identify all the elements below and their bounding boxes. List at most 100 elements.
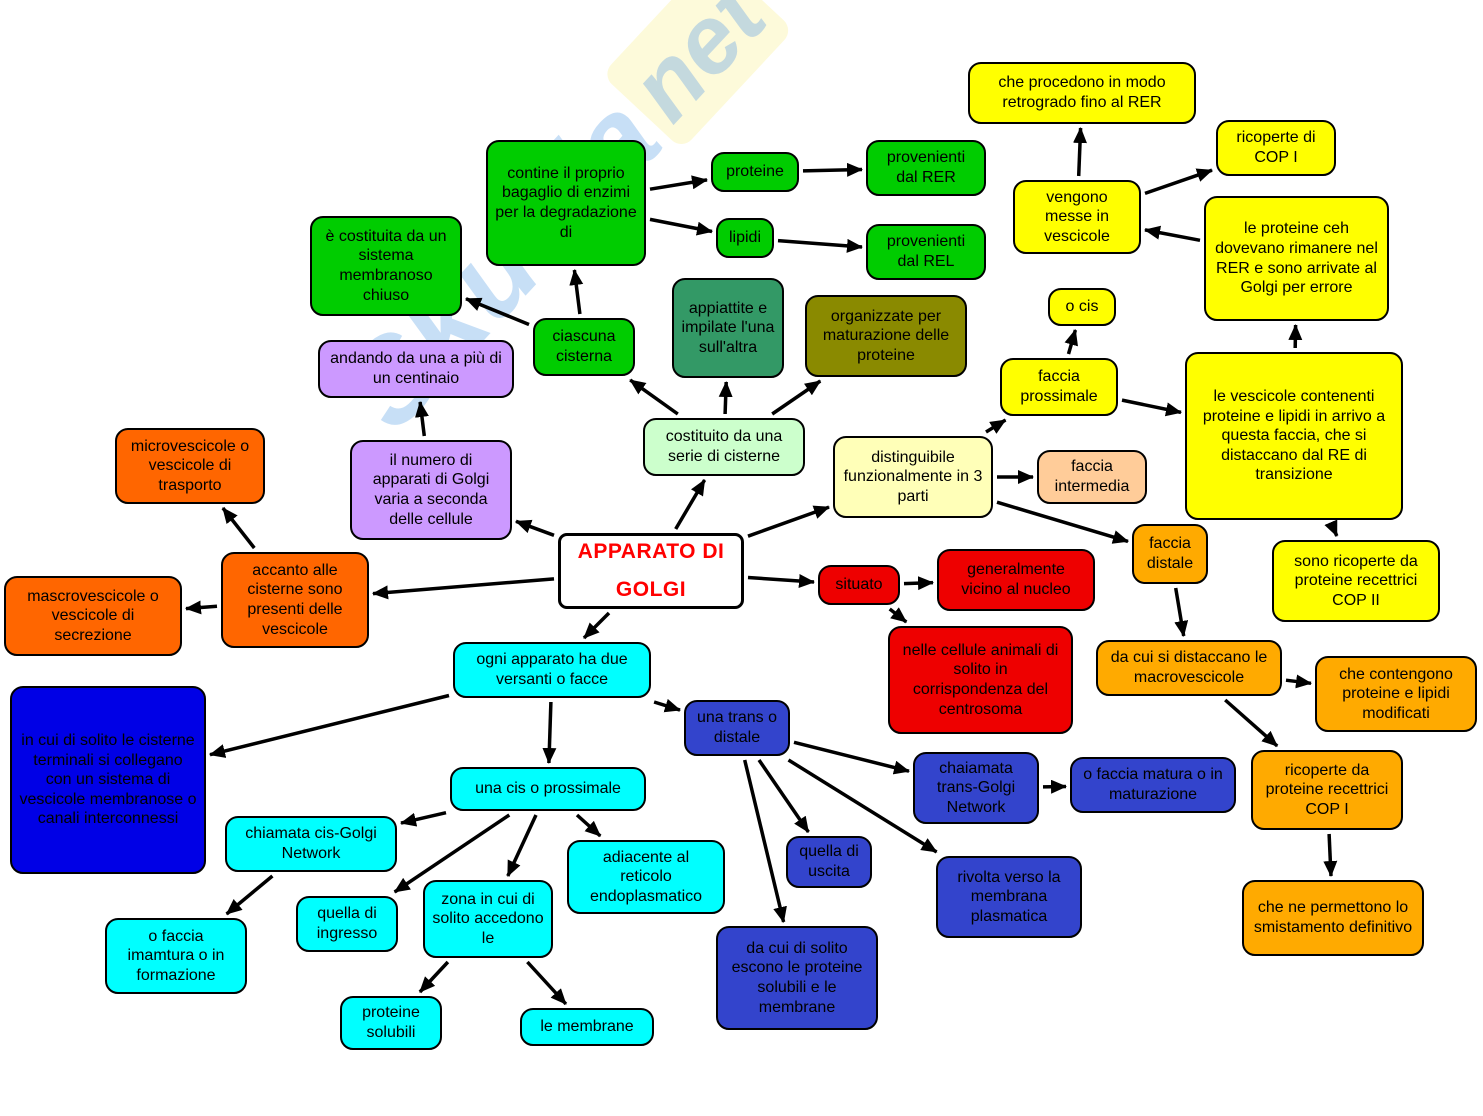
edge-ricoperte_cop1_right-to-smistamento <box>1323 833 1338 877</box>
edge-distinguibile-to-faccia_distale <box>996 500 1129 544</box>
edge-proteine-to-prov_rer <box>802 162 863 177</box>
node-smistamento: che ne permettono lo smistamento definit… <box>1242 880 1424 956</box>
node-label: è costituita da un sistema membranoso ch… <box>325 227 447 304</box>
node-label: da cui si distaccano le macrovescicole <box>1110 649 1268 686</box>
edge-vengono-to-retrogrado <box>1073 127 1088 177</box>
edge-lipidi-to-prov_rel <box>777 238 863 253</box>
node-faccia_matura: o faccia matura o in maturazione <box>1070 757 1236 813</box>
edge-contine-to-lipidi <box>649 217 713 236</box>
node-ogni_apparato: ogni apparato ha due versanti o facce <box>453 642 651 698</box>
edge-costituito_serie-to-organizzate <box>771 379 822 416</box>
edge-faccia_distale-to-distaccano_macro <box>1173 587 1189 637</box>
node-le_membrane: le membrane <box>520 1008 654 1046</box>
edge-distaccano_macro-to-ricoperte_cop1_right <box>1224 698 1279 748</box>
edge-una_cis-to-quella_ingresso <box>393 813 511 894</box>
node-label: APPARATO DI GOLGI <box>577 540 725 601</box>
node-rivolta: rivolta verso la membrana plasmatica <box>936 856 1082 938</box>
edge-una_cis-to-adiacente <box>575 813 602 838</box>
node-prov_rel: provenienti dal REL <box>866 224 986 280</box>
node-vengono: vengono messe in vescicole <box>1013 180 1141 254</box>
node-label: situato <box>835 576 883 594</box>
node-label: faccia prossimale <box>1020 368 1098 405</box>
node-label: una trans o distale <box>696 709 778 746</box>
node-cis_network: chiamata cis-Golgi Network <box>225 816 397 872</box>
node-adiacente: adiacente al reticolo endoplasmatico <box>567 840 725 914</box>
node-costituita_sistema: è costituita da un sistema membranoso ch… <box>310 216 462 316</box>
node-label: rivolta verso la membrana plasmatica <box>957 868 1061 925</box>
node-label: mascrovescicole o vescicole di secrezion… <box>27 587 159 644</box>
node-label: da cui di solito escono le proteine solu… <box>731 939 863 1016</box>
node-andando: andando da una a più di un centinaio <box>318 340 514 398</box>
node-label: lipidi <box>728 229 761 247</box>
edge-proteine_errore-to-vengono <box>1144 225 1201 243</box>
node-label: una cis o prossimale <box>475 780 621 798</box>
node-proteine_solubili: proteine solubili <box>340 996 442 1050</box>
edge-apparato-to-costituito_serie <box>674 479 707 530</box>
edge-una_cis-to-cis_network <box>400 810 447 827</box>
node-label: andando da una a più di un centinaio <box>330 350 502 387</box>
node-numero: il numero di apparati di Golgi varia a s… <box>350 440 512 540</box>
node-label: proteine solubili <box>362 1004 420 1041</box>
node-label: le membrane <box>540 1018 634 1036</box>
node-escono: da cui di solito escono le proteine solu… <box>716 926 878 1030</box>
edge-vescicole_contenenti-to-cop2 <box>1324 519 1339 537</box>
edge-apparato-to-distinguibile <box>747 505 830 538</box>
node-vicino_nucleo: generalmente vicino al nucleo <box>937 549 1095 611</box>
node-label: chiamata cis-Golgi Network <box>245 825 377 862</box>
node-label: proteine <box>726 163 784 181</box>
node-label: ogni apparato ha due versanti o facce <box>476 651 628 688</box>
node-una_trans: una trans o distale <box>684 700 790 756</box>
node-apparato: APPARATO DI GOLGI <box>558 533 744 609</box>
node-label: quella di uscita <box>799 843 859 880</box>
node-una_cis: una cis o prossimale <box>450 767 646 811</box>
node-label: ricoperte da proteine recettrici COP I <box>1265 761 1389 818</box>
edge-faccia_prossimale-to-vescicole_contenenti <box>1121 398 1182 417</box>
edge-una_trans-to-trans_network <box>793 740 910 775</box>
node-label: ricoperte di COP I <box>1236 129 1316 166</box>
node-label: ciascuna cisterna <box>552 328 616 365</box>
edge-situato-to-vicino_nucleo <box>903 576 934 591</box>
node-label: quella di ingresso <box>316 905 378 942</box>
node-prov_rer: provenienti dal RER <box>866 140 986 196</box>
node-quella_ingresso: quella di ingresso <box>296 896 398 952</box>
node-label: costituito da una serie di cisterne <box>665 428 783 465</box>
node-label: che procedono in modo retrogrado fino al… <box>998 74 1166 111</box>
node-label: contine il proprio bagaglio di enzimi pe… <box>495 164 637 241</box>
node-label: le proteine ceh dovevano rimanere nel RE… <box>1215 220 1378 297</box>
edge-zona-to-le_membrane <box>526 960 568 1006</box>
node-costituito_serie: costituito da una serie di cisterne <box>643 418 805 476</box>
node-label: che contengono proteine e lipidi modific… <box>1339 665 1453 722</box>
node-microvescicole: microvescicole o vescicole di trasporto <box>115 428 265 504</box>
node-faccia_intermedia: faccia intermedia <box>1037 450 1147 504</box>
edge-zona-to-proteine_solubili <box>418 960 450 994</box>
node-faccia_distale: faccia distale <box>1132 524 1208 584</box>
edge-distaccano_macro-to-contengono_modificati <box>1285 674 1312 689</box>
node-ricoperte_cop1_top: ricoperte di COP I <box>1216 120 1336 176</box>
node-label: zona in cui di solito accedono le <box>432 890 544 947</box>
edge-ciascuna-to-costituita_sistema <box>465 297 530 327</box>
node-contengono_modificati: che contengono proteine e lipidi modific… <box>1315 656 1477 732</box>
node-cisterne_terminali: in cui di solito le cisterne terminali s… <box>10 686 206 874</box>
edge-cis_network-to-faccia_immatura <box>225 874 274 916</box>
node-label: faccia intermedia <box>1054 458 1130 495</box>
node-label: adiacente al reticolo endoplasmatico <box>589 848 703 905</box>
node-contine: contine il proprio bagaglio di enzimi pe… <box>486 140 646 266</box>
edge-una_trans-to-quella_uscita <box>757 759 810 833</box>
node-distinguibile: distinguibile funzionalmente in 3 parti <box>833 436 993 518</box>
node-label: distinguibile funzionalmente in 3 parti <box>843 448 983 505</box>
edge-ogni_apparato-to-una_cis <box>542 701 557 764</box>
edge-faccia_prossimale-to-o_cis <box>1064 329 1078 355</box>
node-trans_network: chaiamata trans-Golgi Network <box>913 752 1039 824</box>
edge-ogni_apparato-to-cisterne_terminali <box>209 693 450 758</box>
node-quella_uscita: quella di uscita <box>786 836 872 888</box>
node-label: nelle cellule animali di solito in corri… <box>902 641 1059 718</box>
node-label: microvescicole o vescicole di trasporto <box>130 437 250 494</box>
node-label: sono ricoperte da proteine recettrici CO… <box>1294 552 1418 609</box>
edge-una_trans-to-rivolta <box>787 758 938 854</box>
edge-accanto-to-macrovescicole <box>185 600 218 615</box>
edge-ciascuna-to-contine <box>569 269 584 315</box>
node-proteine_errore: le proteine ceh dovevano rimanere nel RE… <box>1204 196 1389 321</box>
node-label: o cis <box>1065 298 1099 316</box>
